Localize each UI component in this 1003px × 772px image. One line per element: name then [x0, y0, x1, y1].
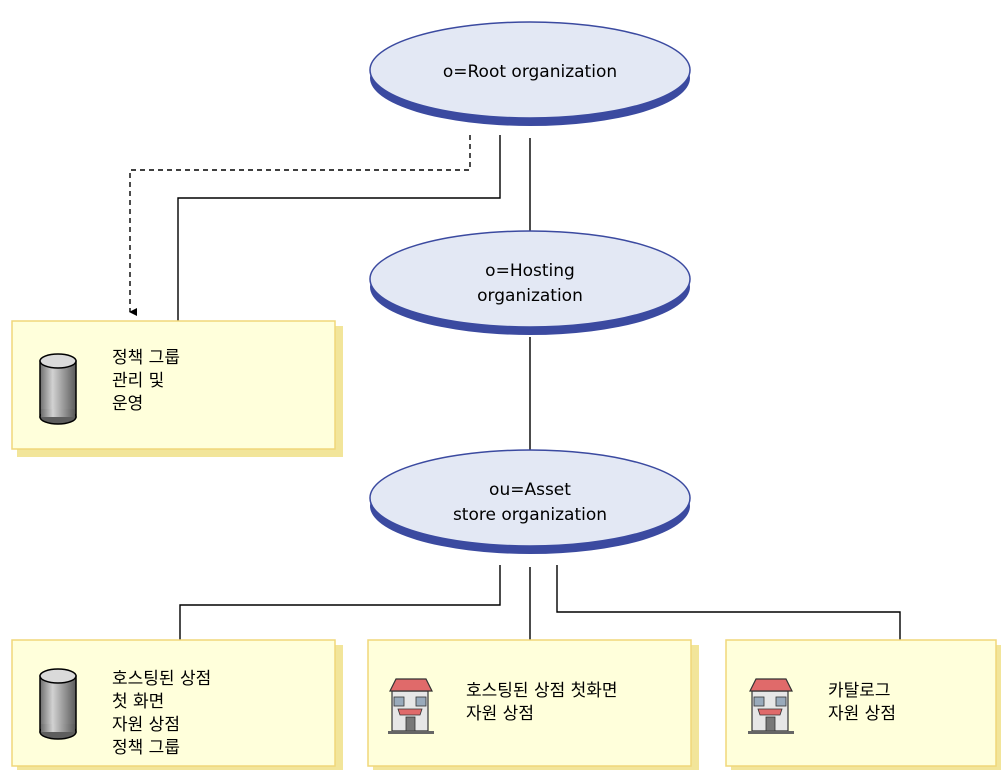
node-hosting-organization: o=Hosting organization: [369, 230, 691, 335]
box-hosted-storefront-line2: 자원 상점: [466, 704, 534, 724]
dashed-connector-root-to-policy-mgmt: [129, 135, 471, 316]
node-asset-label-line2: store organization: [453, 505, 607, 525]
store-building-icon: [748, 678, 794, 734]
box-hosted-store-policy-group: 호스팅된 상점 첫 화면 자원 상점 정책 그룹: [11, 639, 343, 770]
box-catalog-line1: 카탈로그: [828, 681, 891, 701]
node-hosting-label-line2: organization: [477, 286, 583, 306]
node-asset-ellipse: [369, 449, 691, 547]
box-policy-mgmt-line3: 운영: [112, 394, 143, 414]
box-hosted-policy-line4: 정책 그룹: [112, 738, 180, 758]
node-root-ellipse: [369, 21, 691, 119]
node-root-organization: o=Root organization: [369, 21, 691, 126]
box-catalog-line2: 자원 상점: [828, 704, 896, 724]
box-catalog-asset-store: 카탈로그 자원 상점: [725, 639, 1001, 770]
node-hosting-ellipse: [369, 230, 691, 328]
box-hosted-storefront-line1: 호스팅된 상점 첫화면: [466, 681, 618, 701]
box-hosted-policy-line1: 호스팅된 상점: [112, 669, 211, 689]
node-root-label: o=Root organization: [443, 62, 617, 82]
database-icon: [39, 668, 77, 740]
connector-root-to-policy-mgmt: [177, 135, 501, 322]
node-asset-label-line1: ou=Asset: [489, 480, 571, 500]
node-asset-store-organization: ou=Asset store organization: [369, 449, 691, 554]
database-icon: [39, 353, 77, 425]
box-hosted-policy-line2: 첫 화면: [112, 692, 164, 712]
connector-asset-to-catalog: [556, 565, 901, 640]
box-hosted-policy-line3: 자원 상점: [112, 715, 180, 735]
connector-asset-to-hosted-policy: [179, 565, 501, 640]
box-policy-mgmt-line2: 관리 및: [112, 371, 164, 391]
box-hosted-policy-face: [11, 639, 336, 767]
box-policy-group-management: 정책 그룹 관리 및 운영: [11, 320, 343, 457]
store-building-icon: [388, 678, 434, 734]
node-hosting-label-line1: o=Hosting: [485, 261, 575, 281]
connectors: [129, 135, 901, 640]
box-policy-mgmt-line1: 정책 그룹: [112, 348, 180, 368]
box-hosted-storefront-asset-store: 호스팅된 상점 첫화면 자원 상점: [367, 639, 699, 770]
